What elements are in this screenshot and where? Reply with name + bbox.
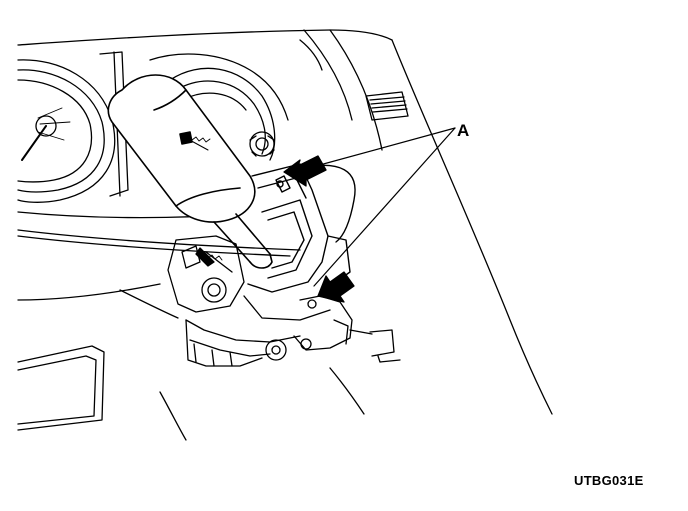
arrow-pointer-icon [284,156,326,186]
callout-label-a: A [457,121,470,140]
adjustment-knob [250,132,274,156]
lower-column-housing [168,236,400,366]
air-vent [366,92,408,120]
speedometer-gauge [18,60,115,202]
dashboard-outline [18,30,552,414]
figure-code: UTBG031E [574,473,644,488]
arrow-pointer-icon [318,272,354,302]
knee-bolster-panel [18,284,364,440]
combination-switch-lever [108,75,272,268]
